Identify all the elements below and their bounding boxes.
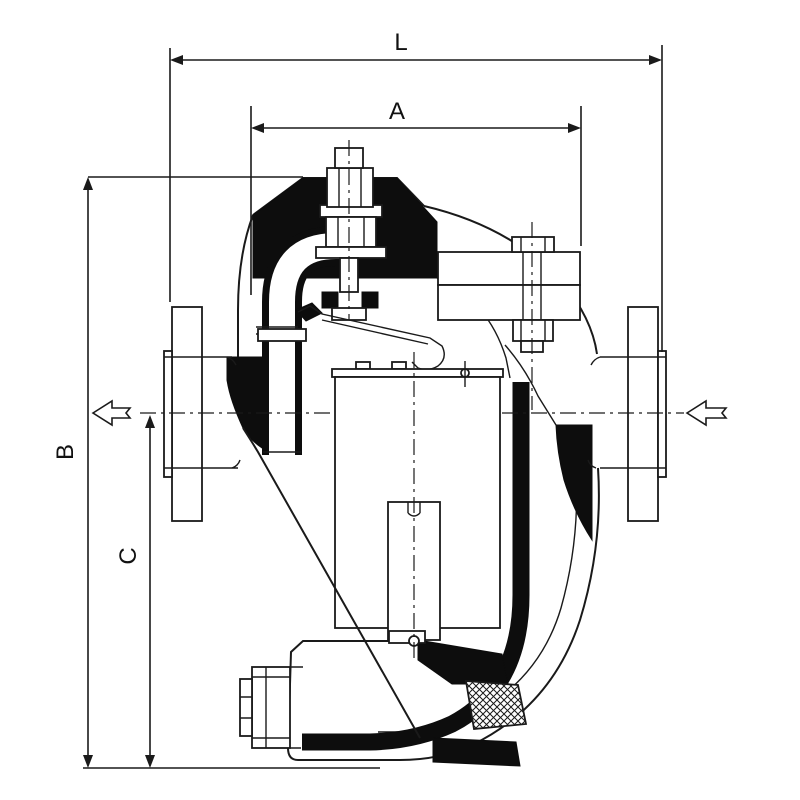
dimension-label-B: B xyxy=(52,444,79,460)
dimension-C: C xyxy=(115,415,155,768)
bonnet-bolted-joint xyxy=(437,236,581,353)
cutaway-edge xyxy=(242,427,421,739)
float-lever xyxy=(256,302,445,371)
strainer-screen xyxy=(464,680,528,730)
hex-nut xyxy=(326,167,374,208)
dimension-L: L xyxy=(169,29,663,352)
drain-plug xyxy=(239,666,291,749)
left-flange xyxy=(163,306,241,522)
dimension-label-A: A xyxy=(389,98,405,125)
hex-nut xyxy=(511,236,555,253)
flow-direction-arrow-left-icon xyxy=(91,399,132,427)
right-flange xyxy=(587,306,667,522)
pipe-collar xyxy=(257,328,307,342)
dimension-label-L: L xyxy=(394,29,407,56)
hex-nut xyxy=(512,319,554,342)
dimension-A: A xyxy=(250,98,582,295)
valve-seat-assembly xyxy=(315,147,387,321)
dimension-label-C: C xyxy=(115,547,142,564)
dimension-B: B xyxy=(52,176,303,768)
float-bucket xyxy=(331,361,504,647)
flow-direction-arrow-right-icon xyxy=(685,399,728,427)
centerlines xyxy=(140,140,684,658)
